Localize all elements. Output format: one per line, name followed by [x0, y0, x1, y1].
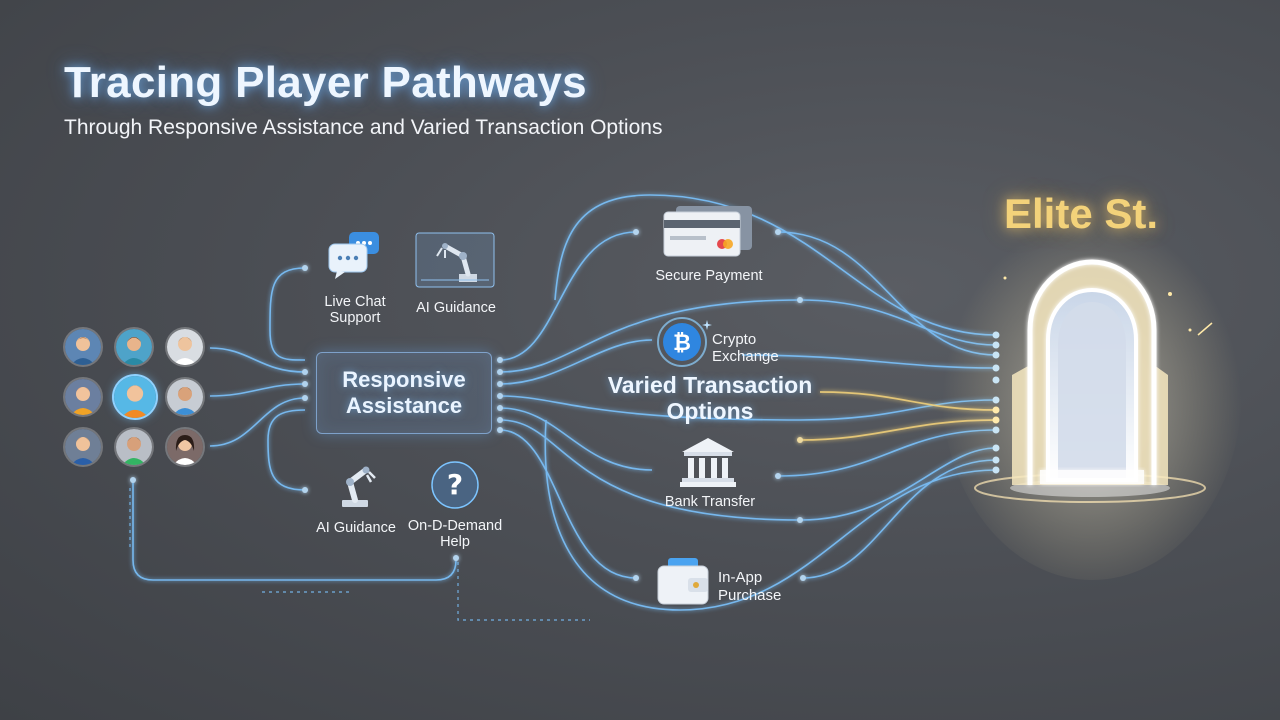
question-icon: ?	[430, 460, 480, 510]
page-title: Tracing Player Pathways	[64, 58, 587, 107]
robot-arm-icon	[330, 460, 382, 508]
link-line	[209, 383, 306, 397]
link-line	[499, 299, 997, 373]
player-avatar	[167, 429, 203, 465]
player-avatar	[167, 329, 203, 365]
ai-guidance-bottom-label: AI Guidance	[316, 520, 396, 536]
on-demand-help-label: On-D-Demand Help	[407, 518, 503, 550]
link-line	[499, 407, 653, 471]
credit-card-icon	[662, 206, 754, 258]
player-avatar	[65, 379, 101, 415]
chat-bubble-icon	[327, 232, 385, 280]
secure-payment-label: Secure Payment	[655, 268, 763, 284]
crypto-exchange-label: Crypto Exchange	[712, 331, 779, 365]
dashed-links	[129, 488, 590, 621]
page-subtitle: Through Responsive Assistance and Varied…	[64, 116, 663, 139]
glowing-arch-gateway	[942, 200, 1242, 580]
hub-label: Responsive Assistance	[342, 367, 466, 418]
link-line	[544, 419, 997, 611]
in-app-purchase-label: In-App Purchase	[718, 569, 782, 604]
link-line	[132, 480, 457, 581]
link-line	[499, 339, 653, 385]
link-line	[269, 267, 306, 361]
svg-text:?: ?	[447, 468, 463, 501]
destination-brand: Elite St.	[1004, 190, 1159, 237]
player-links	[130, 265, 459, 581]
link-line	[554, 194, 997, 336]
player-avatar	[116, 329, 152, 365]
link-line	[209, 347, 306, 373]
link-line	[209, 397, 306, 447]
wallet-icon	[656, 556, 712, 606]
robot-arm-icon	[415, 232, 495, 288]
dashed-line	[457, 562, 590, 621]
link-line	[267, 409, 306, 491]
link-line	[499, 231, 637, 361]
transactions-section-title: Varied Transaction Options	[607, 372, 813, 424]
ai-guidance-top-label: AI Guidance	[416, 300, 496, 316]
live-chat-label: Live Chat Support	[324, 294, 386, 326]
player-avatar	[167, 379, 203, 415]
link-line	[499, 429, 637, 579]
player-avatar	[65, 329, 101, 365]
player-avatar	[65, 429, 101, 465]
bank-transfer-label: Bank Transfer	[664, 494, 756, 510]
responsive-assistance-hub: Responsive Assistance	[316, 352, 492, 434]
bank-icon	[680, 436, 736, 488]
player-avatar	[116, 429, 152, 465]
svg-text:₿: ₿	[673, 331, 691, 356]
link-line	[499, 419, 997, 521]
player-avatar-highlighted	[114, 376, 156, 418]
bitcoin-icon: ₿	[656, 316, 712, 372]
